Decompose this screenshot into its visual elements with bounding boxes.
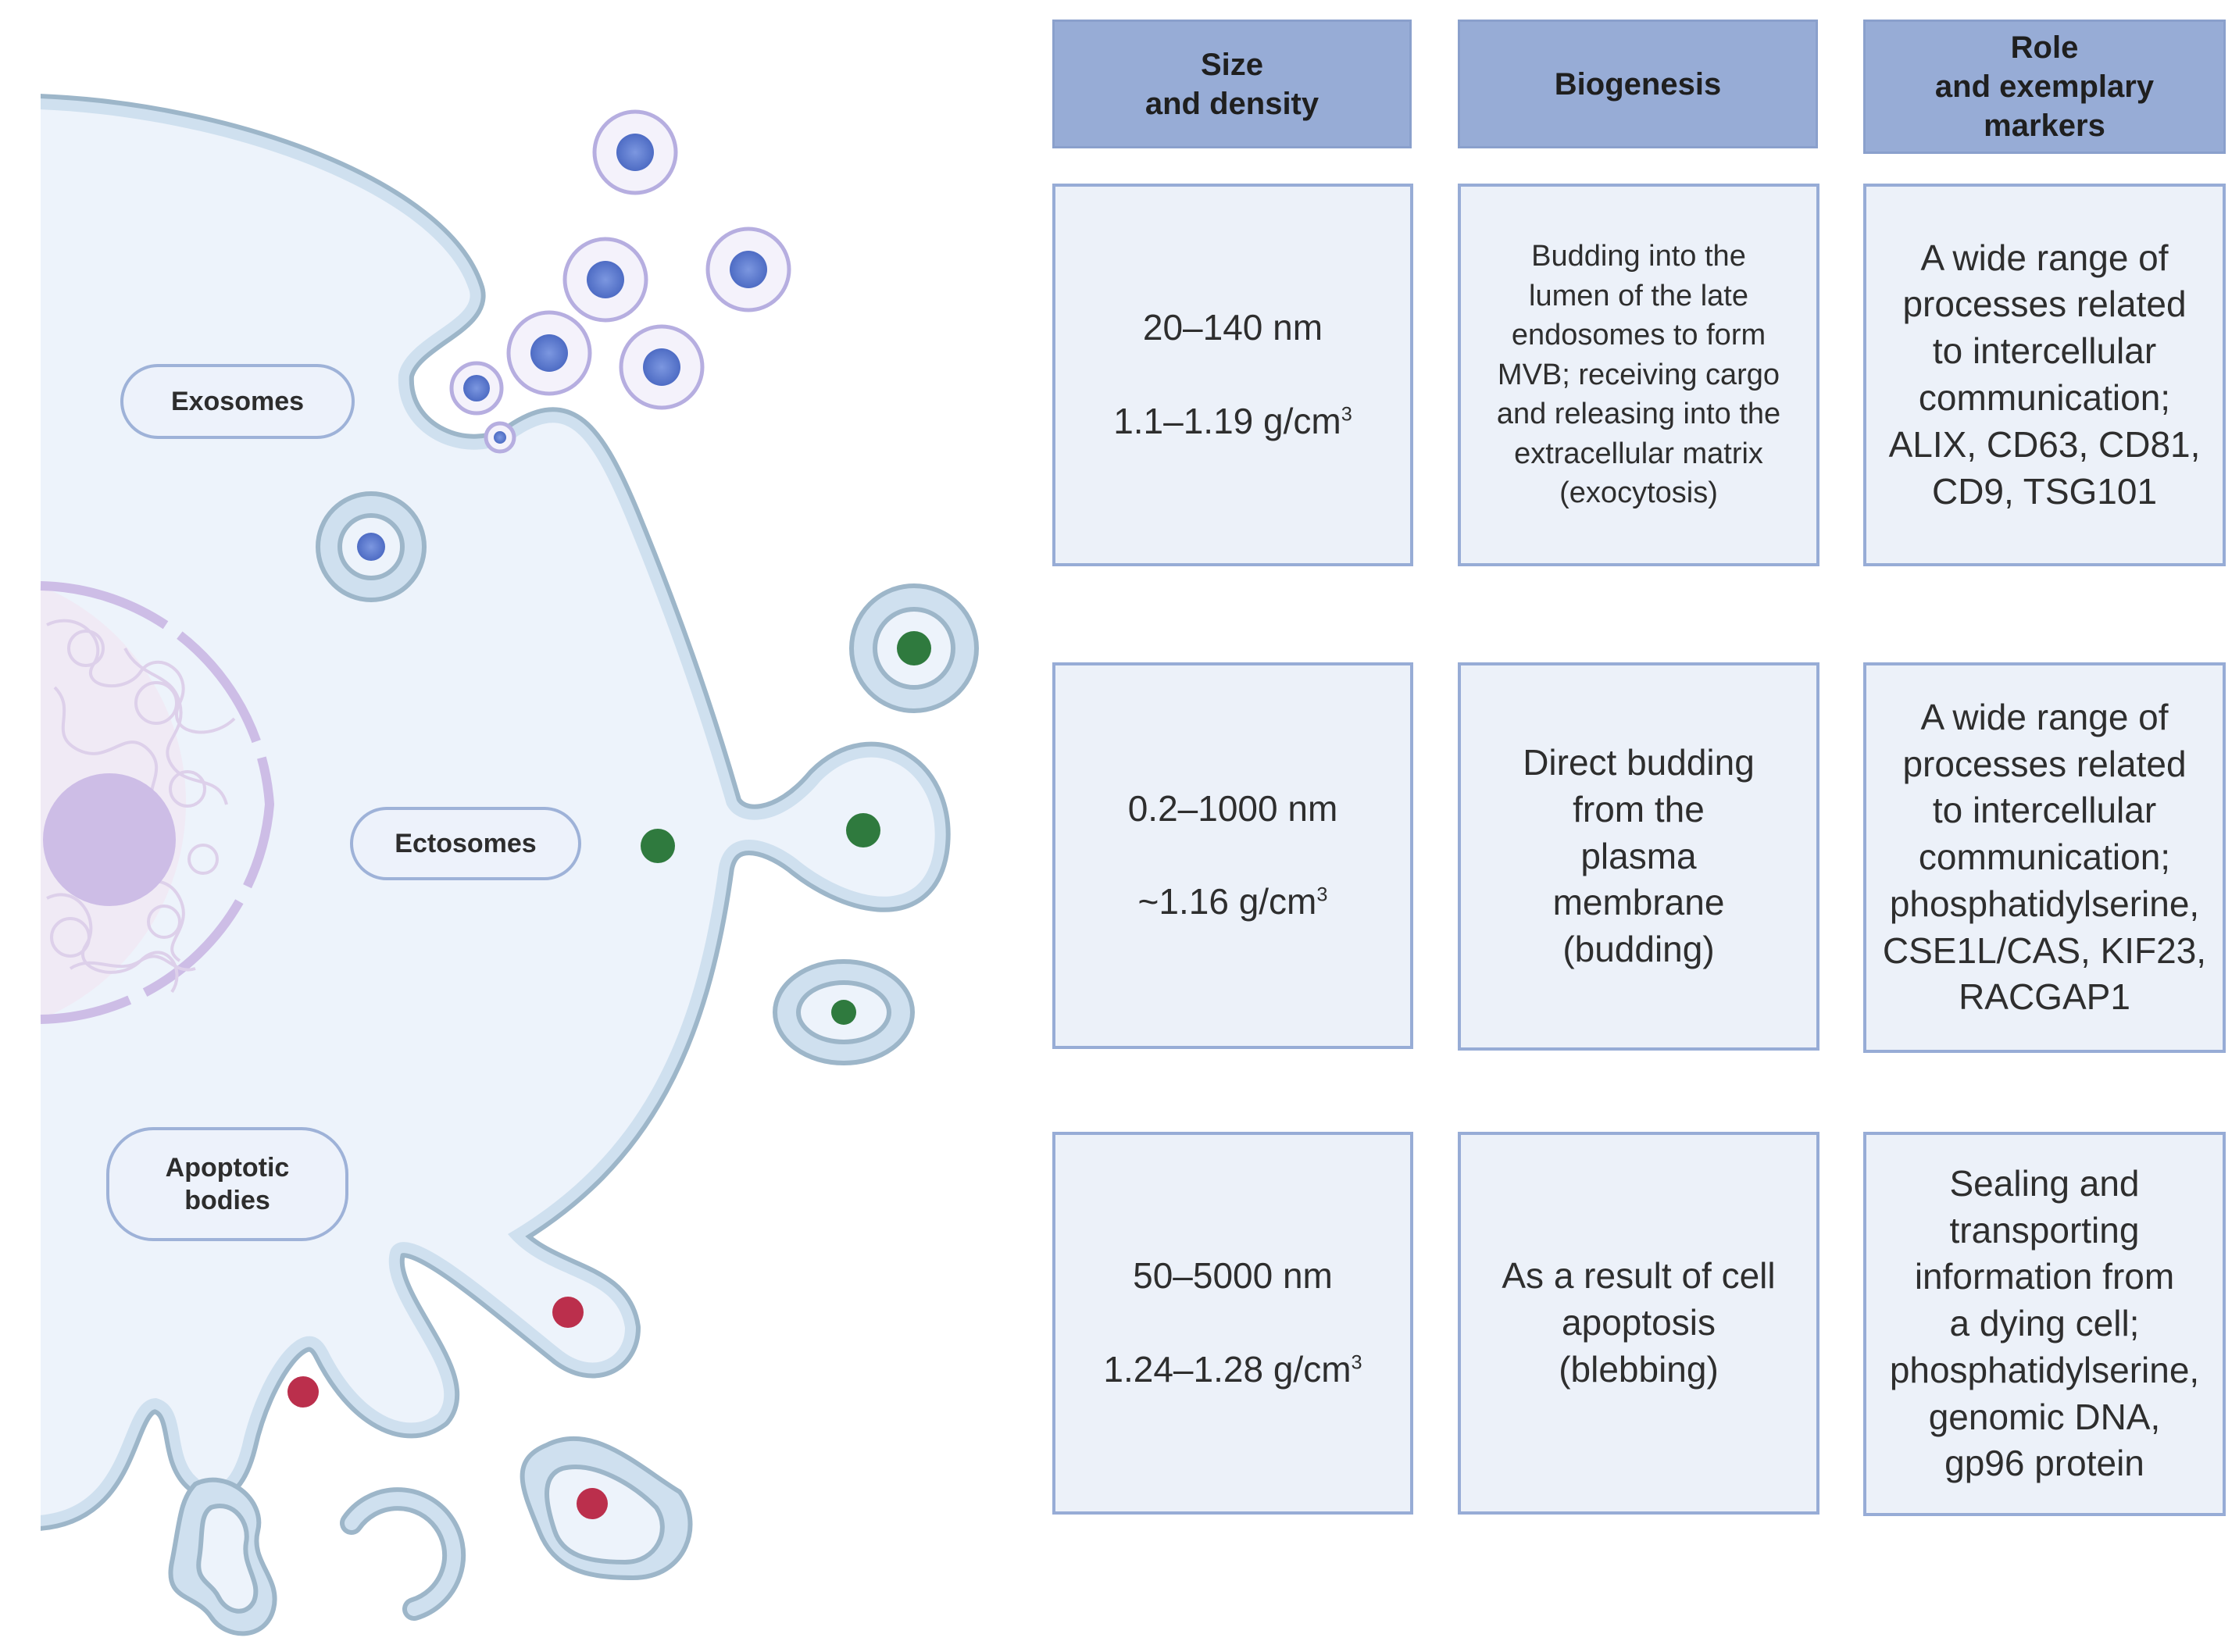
apoptotic-biogenesis-cell: As a result of cell apoptosis (blebbing) [1458,1132,1819,1515]
apoptotic-vesicles [168,1297,693,1636]
apoptotic-density: 1.24–1.28 g/cm [1103,1348,1352,1390]
apoptotic-size: 50–5000 nm [1133,1255,1333,1297]
header-role: Role and exemplary markers [1863,20,2226,154]
ectosome-vesicles [641,583,979,1065]
apoptotic-biogenesis: As a result of cell apoptosis (blebbing) [1502,1255,1776,1390]
apoptotic-size-cell: 50–5000 nm 1.24–1.28 g/cm3 [1052,1132,1413,1515]
nucleolus [43,773,176,906]
exosome-vesicles [316,109,791,602]
ectosomes-size: 0.2–1000 nm [1127,787,1338,829]
apoptotic-cargo [287,1297,608,1519]
header-biogenesis: Biogenesis [1458,20,1818,148]
exosomes-density: 1.1–1.19 g/cm [1113,400,1341,441]
header-size: Size and density [1052,20,1412,148]
ectosomes-role: A wide range of processes related to int… [1882,696,2207,1018]
exosomes-size: 20–140 nm [1142,307,1323,348]
apoptotic-role-cell: Sealing and transporting information fro… [1863,1132,2226,1516]
apoptotic-bodies-label: Apoptotic bodies [106,1127,348,1241]
ectosome-cargo [641,631,931,1025]
ectosomes-density: ~1.16 g/cm [1137,881,1317,922]
multivesicular-body [316,491,427,602]
exosomes-size-cell: 20–140 nm 1.1–1.19 g/cm3 [1052,184,1413,566]
exosomes-role: A wide range of processes related to int… [1888,237,2201,512]
exosomes-role-cell: A wide range of processes related to int… [1863,184,2226,566]
exosome-cargo [463,134,767,444]
ectosomes-size-cell: 0.2–1000 nm ~1.16 g/cm3 [1052,662,1413,1049]
exosomes-density-exponent: 3 [1341,403,1352,426]
ectosomes-density-exponent: 3 [1316,884,1328,907]
nucleus [40,581,275,1024]
ectosomes-role-cell: A wide range of processes related to int… [1863,662,2226,1053]
apoptotic-role: Sealing and transporting information fro… [1889,1162,2200,1484]
apoptotic-density-exponent: 3 [1351,1351,1362,1374]
exosomes-biogenesis-cell: Budding into the lumen of the late endos… [1458,184,1819,566]
exosomes-biogenesis: Budding into the lumen of the late endos… [1496,240,1781,510]
ectosomes-biogenesis-cell: Direct budding from the plasma membrane … [1458,662,1819,1051]
ectosomes-label: Ectosomes [350,807,581,880]
exosomes-label: Exosomes [120,364,355,439]
ectosomes-biogenesis: Direct budding from the plasma membrane … [1523,742,1755,970]
